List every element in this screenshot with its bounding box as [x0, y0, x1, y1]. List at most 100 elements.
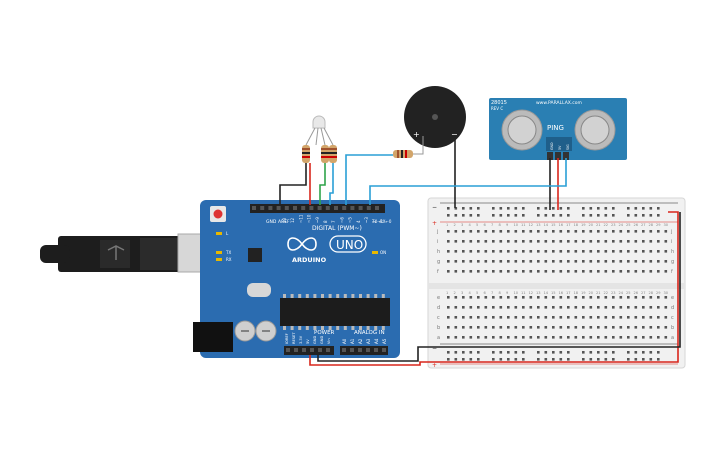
- terminal-hole[interactable]: [477, 316, 480, 319]
- terminal-hole[interactable]: [574, 316, 578, 319]
- terminal-hole[interactable]: [552, 260, 555, 263]
- terminal-hole[interactable]: [492, 270, 495, 273]
- terminal-hole[interactable]: [552, 230, 555, 233]
- terminal-hole[interactable]: [462, 326, 465, 329]
- terminal-hole[interactable]: [469, 250, 473, 253]
- terminal-hole[interactable]: [559, 306, 563, 309]
- terminal-hole[interactable]: [574, 306, 578, 309]
- terminal-hole[interactable]: [574, 336, 578, 339]
- terminal-hole[interactable]: [454, 336, 458, 339]
- terminal-hole[interactable]: [469, 326, 473, 329]
- terminal-hole[interactable]: [462, 250, 465, 253]
- rail-hole[interactable]: [582, 351, 585, 354]
- terminal-hole[interactable]: [559, 316, 563, 319]
- terminal-hole[interactable]: [657, 230, 660, 233]
- terminal-hole[interactable]: [537, 316, 540, 319]
- terminal-hole[interactable]: [507, 250, 510, 253]
- terminal-hole[interactable]: [634, 326, 638, 329]
- terminal-hole[interactable]: [642, 326, 645, 329]
- terminal-hole[interactable]: [492, 230, 495, 233]
- rail-hole[interactable]: [604, 351, 608, 354]
- sensor-pin[interactable]: [547, 152, 553, 160]
- rail-hole[interactable]: [582, 207, 585, 210]
- resistor-blue-led[interactable]: [329, 145, 337, 163]
- terminal-hole[interactable]: [477, 296, 480, 299]
- terminal-hole[interactable]: [559, 326, 563, 329]
- terminal-hole[interactable]: [462, 306, 465, 309]
- terminal-hole[interactable]: [642, 306, 645, 309]
- wire-gnd-rail[interactable]: [317, 212, 681, 362]
- rail-hole[interactable]: [477, 351, 480, 354]
- terminal-hole[interactable]: [664, 306, 668, 309]
- terminal-hole[interactable]: [582, 230, 585, 233]
- terminal-hole[interactable]: [619, 326, 623, 329]
- terminal-hole[interactable]: [544, 326, 548, 329]
- terminal-hole[interactable]: [544, 240, 548, 243]
- terminal-hole[interactable]: [477, 306, 480, 309]
- terminal-hole[interactable]: [612, 250, 615, 253]
- terminal-hole[interactable]: [447, 240, 450, 243]
- terminal-hole[interactable]: [529, 316, 533, 319]
- rail-hole[interactable]: [469, 351, 473, 354]
- rail-hole[interactable]: [544, 351, 548, 354]
- power-pin-hole[interactable]: [326, 348, 330, 352]
- terminal-hole[interactable]: [642, 336, 645, 339]
- rail-hole[interactable]: [642, 207, 645, 210]
- terminal-hole[interactable]: [492, 316, 495, 319]
- digital-pin-hole[interactable]: [366, 206, 371, 210]
- terminal-hole[interactable]: [447, 306, 450, 309]
- terminal-hole[interactable]: [537, 240, 540, 243]
- analog-pin-hole[interactable]: [374, 348, 378, 352]
- wire-sensor-signal[interactable]: [369, 158, 567, 205]
- terminal-hole[interactable]: [484, 270, 488, 273]
- rail-hole[interactable]: [447, 207, 450, 210]
- terminal-hole[interactable]: [499, 336, 503, 339]
- rail-hole[interactable]: [567, 207, 570, 210]
- terminal-hole[interactable]: [612, 306, 615, 309]
- terminal-hole[interactable]: [537, 306, 540, 309]
- piezo-buzzer[interactable]: + −: [404, 86, 466, 148]
- terminal-hole[interactable]: [589, 260, 593, 263]
- rail-hole[interactable]: [589, 214, 593, 217]
- rail-hole[interactable]: [604, 207, 608, 210]
- rail-hole[interactable]: [499, 358, 503, 361]
- terminal-hole[interactable]: [492, 306, 495, 309]
- terminal-hole[interactable]: [627, 316, 630, 319]
- terminal-hole[interactable]: [642, 270, 645, 273]
- rail-hole[interactable]: [447, 351, 450, 354]
- terminal-hole[interactable]: [522, 316, 525, 319]
- terminal-hole[interactable]: [657, 270, 660, 273]
- terminal-hole[interactable]: [619, 260, 623, 263]
- terminal-hole[interactable]: [522, 250, 525, 253]
- terminal-hole[interactable]: [567, 230, 570, 233]
- rail-hole[interactable]: [612, 351, 615, 354]
- terminal-hole[interactable]: [612, 336, 615, 339]
- terminal-hole[interactable]: [582, 296, 585, 299]
- wire-led-blue[interactable]: [329, 163, 334, 205]
- terminal-hole[interactable]: [597, 306, 600, 309]
- rail-hole[interactable]: [634, 351, 638, 354]
- terminal-hole[interactable]: [477, 240, 480, 243]
- terminal-hole[interactable]: [507, 306, 510, 309]
- terminal-hole[interactable]: [499, 316, 503, 319]
- terminal-hole[interactable]: [537, 250, 540, 253]
- terminal-hole[interactable]: [574, 296, 578, 299]
- terminal-hole[interactable]: [649, 270, 653, 273]
- terminal-hole[interactable]: [627, 240, 630, 243]
- rail-hole[interactable]: [522, 207, 525, 210]
- terminal-hole[interactable]: [484, 326, 488, 329]
- digital-pin-hole[interactable]: [260, 206, 265, 210]
- terminal-hole[interactable]: [462, 316, 465, 319]
- rail-hole[interactable]: [469, 358, 473, 361]
- terminal-hole[interactable]: [627, 326, 630, 329]
- terminal-hole[interactable]: [507, 270, 510, 273]
- terminal-hole[interactable]: [567, 260, 570, 263]
- terminal-hole[interactable]: [574, 230, 578, 233]
- terminal-hole[interactable]: [612, 326, 615, 329]
- analog-pin-hole[interactable]: [342, 348, 346, 352]
- terminal-hole[interactable]: [589, 250, 593, 253]
- terminal-hole[interactable]: [597, 270, 600, 273]
- terminal-hole[interactable]: [484, 260, 488, 263]
- terminal-hole[interactable]: [552, 336, 555, 339]
- terminal-hole[interactable]: [454, 306, 458, 309]
